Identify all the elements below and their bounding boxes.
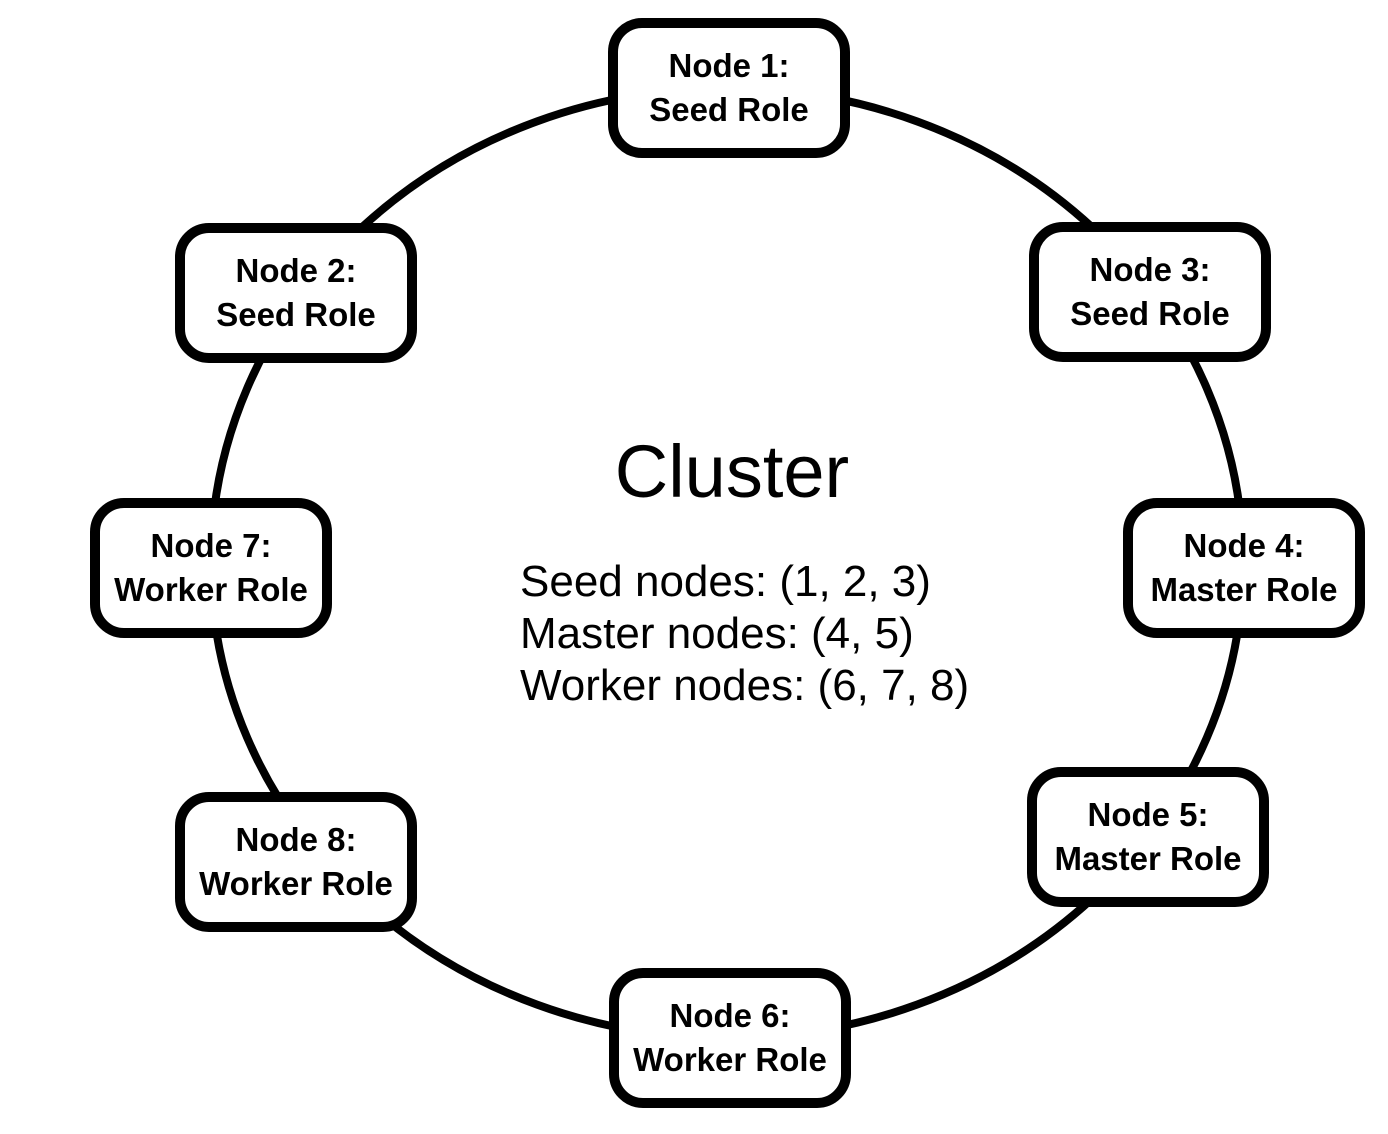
- worker-nodes-line: Worker nodes: (6, 7, 8): [520, 661, 970, 710]
- node-box-2: Node 2: Seed Role: [175, 223, 417, 363]
- node-box-7: Node 7: Worker Role: [90, 498, 332, 638]
- node-box-1: Node 1: Seed Role: [608, 18, 850, 158]
- cluster-title: Cluster: [614, 430, 850, 513]
- node-1-label-line2: Seed Role: [649, 91, 809, 128]
- node-2-label-line2: Seed Role: [216, 296, 376, 333]
- node-6-label-line1: Node 6:: [669, 997, 791, 1034]
- node-box-6: Node 6: Worker Role: [609, 968, 851, 1108]
- node-8-label-line2: Worker Role: [199, 865, 393, 902]
- node-3-label-line1: Node 3:: [1089, 251, 1211, 288]
- node-6-label-line2: Worker Role: [633, 1041, 827, 1078]
- node-box-5: Node 5: Master Role: [1027, 767, 1269, 907]
- node-2-label-line1: Node 2:: [235, 252, 357, 289]
- seed-nodes-line: Seed nodes: (1, 2, 3): [520, 557, 931, 606]
- master-nodes-line: Master nodes: (4, 5): [520, 609, 914, 658]
- node-3-label-line2: Seed Role: [1070, 295, 1230, 332]
- cluster-role-list: Seed nodes: (1, 2, 3) Master nodes: (4, …: [520, 556, 969, 712]
- node-box-8: Node 8: Worker Role: [175, 792, 417, 932]
- node-4-label-line1: Node 4:: [1183, 527, 1305, 564]
- node-4-label-line2: Master Role: [1150, 571, 1338, 608]
- node-5-label-line1: Node 5:: [1087, 796, 1209, 833]
- node-5-label-line2: Master Role: [1054, 840, 1242, 877]
- node-box-4: Node 4: Master Role: [1123, 498, 1365, 638]
- node-7-label-line2: Worker Role: [114, 571, 308, 608]
- node-box-3: Node 3: Seed Role: [1029, 222, 1271, 362]
- node-1-label-line1: Node 1:: [668, 47, 790, 84]
- node-8-label-line1: Node 8:: [235, 821, 357, 858]
- node-7-label-line1: Node 7:: [150, 527, 272, 564]
